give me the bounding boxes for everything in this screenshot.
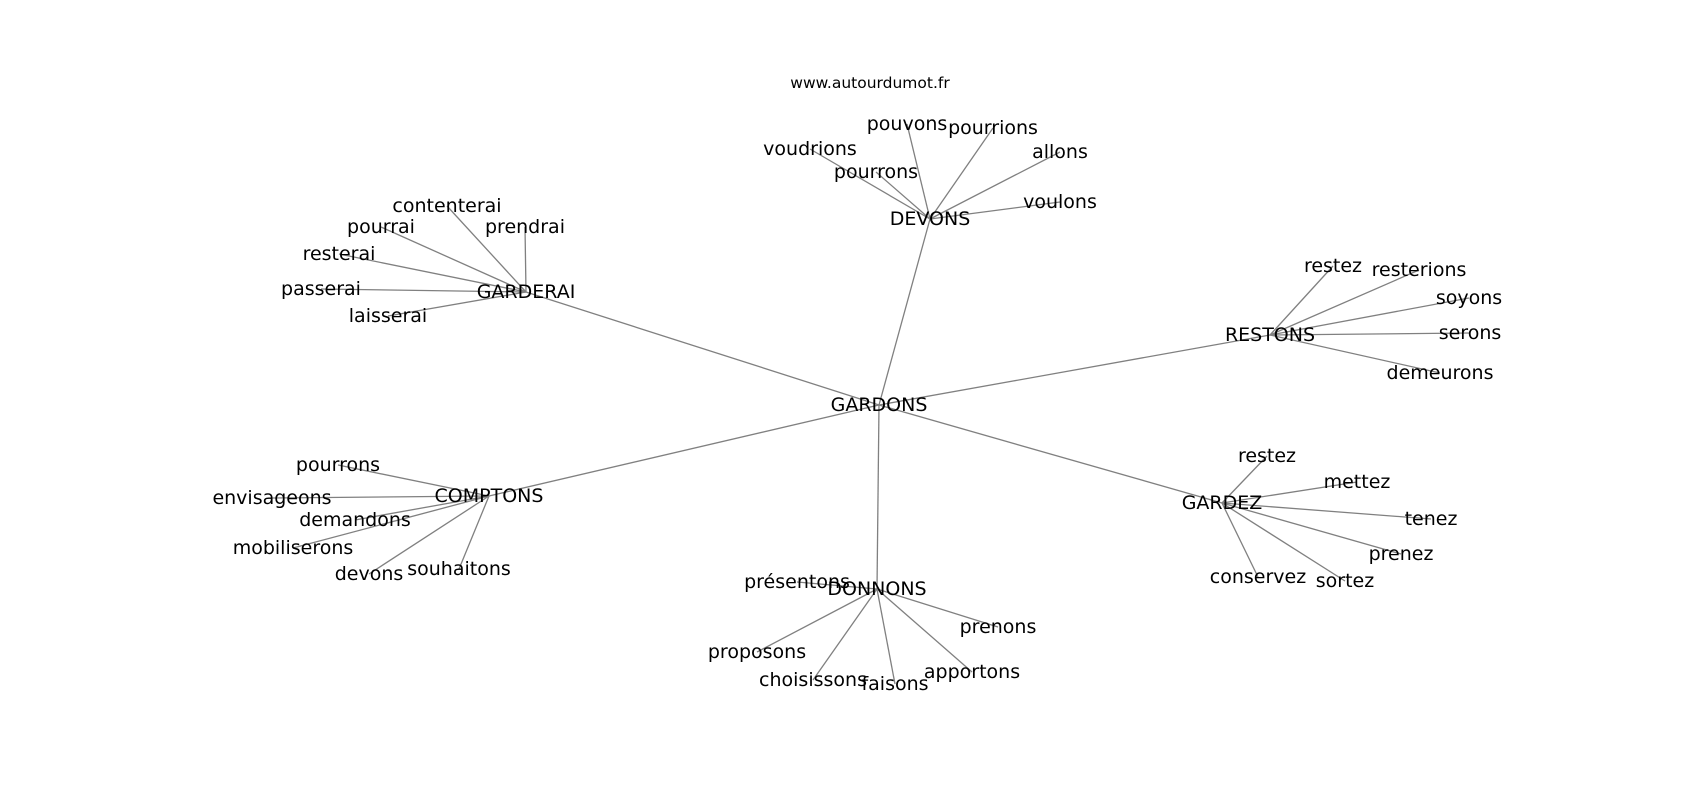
node-garderai-contenterai: contenterai [392,195,501,217]
node-donnons-faisons: faisons [861,673,928,695]
node-gardez-conservez: conservez [1210,566,1306,588]
edge-comptons-devons [368,495,490,575]
node-garderai-resterai: resterai [303,243,376,265]
node-restons-resterions: resterions [1372,259,1467,281]
edge-donnons-faisons [876,588,896,685]
edge-gardez-restez [1221,455,1268,504]
node-restons-serons: serons [1439,322,1502,344]
edge-donnons-prenons [876,588,999,628]
edge-garderai-contenterai [446,205,527,293]
node-hub-comptons: COMPTONS [435,485,544,507]
edges-layer [271,123,1471,685]
node-donnons-choisissons: choisissons [759,669,867,691]
node-hub-restons: RESTONS [1225,324,1315,346]
edge-devons-pouvons [906,123,931,220]
node-comptons-mobiliserons: mobiliserons [233,537,354,559]
node-donnons-proposons: proposons [708,641,806,663]
node-hub-garderai: GARDERAI [477,281,576,303]
edge-donnons-proposons [756,588,878,653]
edge-gardez-mettez [1221,481,1358,504]
node-comptons-envisageons: envisageons [212,487,331,509]
edge-garderai-prendrai [524,226,527,293]
edge-devons-voulons [929,201,1061,220]
node-garderai-passerai: passerai [281,278,361,300]
edge-devons-pourrions [929,127,994,220]
edge-center-devons [878,218,931,406]
edge-garderai-pourrai [380,226,527,293]
edge-restons-serons [1269,332,1471,336]
source-label: www.autourdumot.fr [790,74,950,92]
edge-restons-restez [1269,265,1334,336]
node-garderai-laisserai: laisserai [349,305,427,327]
node-garderai-pourrai: pourrai [347,216,415,238]
edge-comptons-souhaitons [458,495,490,570]
edge-restons-resterions [1269,269,1420,336]
node-comptons-pourrons: pourrons [296,454,380,476]
edge-gardez-conservez [1221,502,1259,578]
node-garderai-prendrai: prendrai [485,216,565,238]
node-comptons-souhaitons: souhaitons [407,558,511,580]
edge-donnons-apportons [876,588,973,673]
node-hub-devons: DEVONS [890,208,971,230]
node-devons-pourrons: pourrons [834,161,918,183]
edge-devons-pourrons [875,171,931,220]
edge-restons-soyons [1269,297,1470,336]
edge-center-gardez [878,404,1223,504]
node-restons-restez: restez [1304,255,1362,277]
edge-donnons-choisissons [812,588,878,681]
node-gardez-tenez: tenez [1405,508,1458,530]
node-devons-voudrions: voudrions [763,138,857,160]
edge-garderai-passerai [320,288,527,293]
node-devons-allons: allons [1032,141,1088,163]
edge-comptons-envisageons [271,495,490,499]
edge-garderai-laisserai [387,291,527,317]
node-restons-soyons: soyons [1436,287,1502,309]
edge-devons-voudrions [809,148,931,220]
node-devons-pouvons: pouvons [867,113,948,135]
node-gardez-mettez: mettez [1324,471,1391,493]
node-gardez-prenez: prenez [1369,543,1434,565]
edge-comptons-demandons [354,495,490,521]
edge-comptons-pourrons [337,464,490,497]
node-donnons-prenons: prenons [960,616,1037,638]
edge-center-donnons [876,404,880,590]
edge-center-restons [878,334,1271,406]
node-comptons-demandons: demandons [299,509,411,531]
node-gardez-sortez: sortez [1316,570,1374,592]
edge-gardez-tenez [1221,502,1432,520]
edge-donnons-presentons [796,581,878,590]
node-devons-pourrions: pourrions [948,117,1038,139]
node-donnons-apportons: apportons [924,661,1020,683]
edge-gardez-prenez [1221,502,1402,555]
node-hub-gardez: GARDEZ [1182,492,1263,514]
node-devons-voulons: voulons [1023,191,1097,213]
edge-garderai-resterai [338,253,527,293]
edge-devons-allons [929,151,1061,220]
node-restons-demeurons: demeurons [1387,362,1494,384]
edge-center-comptons [488,404,880,497]
node-donnons-presentons: présentons [744,571,850,593]
node-hub-donnons: DONNONS [827,578,926,600]
edge-center-garderai [525,291,880,406]
edge-restons-demeurons [1269,334,1441,374]
node-center-gardons: GARDONS [831,394,928,416]
node-comptons-devons: devons [335,563,404,585]
edge-comptons-mobiliserons [292,495,490,549]
node-gardez-restez: restez [1238,445,1296,467]
edge-gardez-sortez [1221,502,1346,582]
